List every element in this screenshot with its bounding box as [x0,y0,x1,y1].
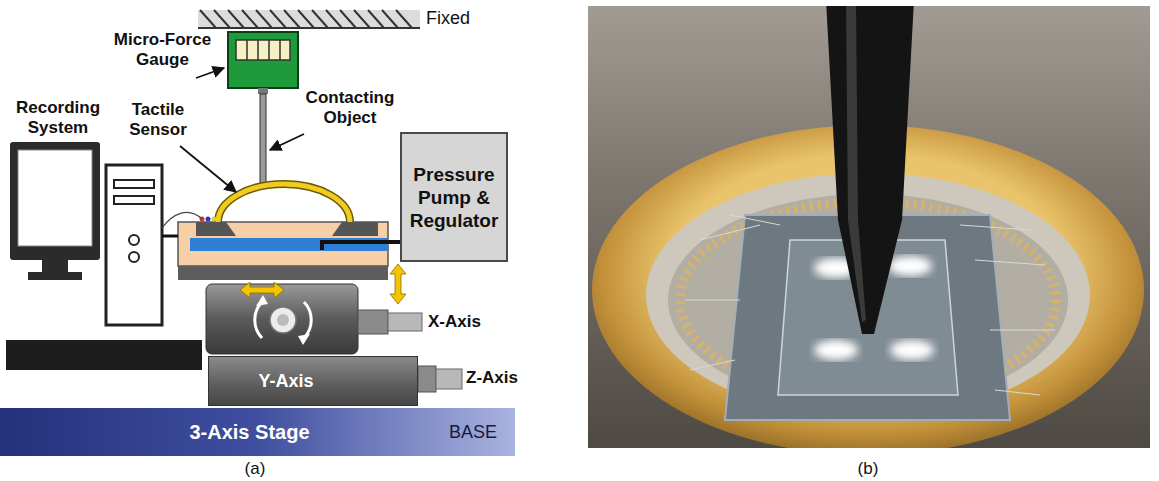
wire-dot [212,217,217,222]
x-micrometer [358,310,388,334]
light-spot [814,340,858,360]
x-micrometer-barrel [388,313,422,331]
panel-label-holder: (a) [235,459,275,479]
rotation-arrow [255,302,262,338]
monitor [10,142,100,260]
wire-dot [206,217,211,222]
sensor-wire [162,212,202,228]
y-axis-stage: Y-Axis [208,356,418,406]
rotation-stage [206,284,358,354]
pc-button [129,235,139,245]
panel-label-holder: (b) [848,459,888,479]
node-text: Pressure Pump & Regulator [406,163,502,232]
knob-center [277,314,289,326]
gauge-stub [258,88,268,94]
support-label-holder: Fixed [426,8,470,28]
pc-tower [106,165,162,325]
contacting-rod [260,94,266,186]
part-label-holder: Recording System [8,98,108,138]
part-label: Micro-Force Gauge [114,30,211,69]
drive-slot [114,180,154,188]
sensor-photo [588,6,1150,448]
motion-arrow [240,282,284,298]
axis-label: X-Axis [428,312,481,331]
monitor-foot [28,272,82,280]
axis-label-holder: X-Axis [428,312,481,332]
pressure-pipe [322,242,400,250]
pump-box: Pressure Pump & Regulator [400,132,508,262]
probe [826,6,914,334]
support-label: Fixed [426,8,470,28]
signal-cable [162,235,178,238]
part-label: Recording System [16,98,100,137]
fixed-support [198,10,420,28]
axis-label: Z-Axis [466,368,518,387]
rotation-arrowhead [298,334,310,345]
fluid-channel [190,238,388,251]
sensor-frame [196,222,236,236]
stage-plate [178,266,388,280]
fixed-line [198,27,420,29]
part-label: Tactile Sensor [129,100,187,139]
monitor-stand [42,260,68,272]
sensor-frame [332,222,378,236]
z-micrometer [418,366,436,392]
dome-outline [218,184,350,222]
rotation-arrowhead [256,295,268,306]
light-spot [890,340,934,360]
node-text: Y-Axis [258,371,313,392]
leader-arrow [270,134,304,150]
part-label-holder: Micro-Force Gauge [105,30,220,70]
leader-arrow [196,68,224,78]
part-label-holder: Contacting Object [300,88,400,128]
node-text: BASE [449,422,497,443]
monitor-screen [18,150,92,246]
part-label: Contacting Object [306,88,395,127]
node-text: 3-Axis Stage [50,421,449,444]
pc-button [129,252,139,262]
panel-label: (b) [858,459,879,478]
rotation-knob [270,307,296,333]
leader-arrow [180,146,236,192]
drive-slot [114,196,154,204]
hatching [200,10,412,28]
motion-arrow [390,264,406,304]
stage-base: 3-Axis StageBASE [0,408,515,456]
panel-label: (a) [245,459,266,478]
keyboard-desk [6,340,202,370]
tactile-dome [218,184,350,222]
rotation-arrow [304,302,311,338]
force-gauge [228,32,298,88]
display-cells [247,40,280,60]
light-spot [888,256,932,276]
part-label-holder: Tactile Sensor [118,100,198,140]
gauge-display [236,40,290,60]
axis-label-holder: Z-Axis [466,368,518,388]
z-micrometer-barrel [436,369,462,389]
probe-highlight [846,6,866,322]
